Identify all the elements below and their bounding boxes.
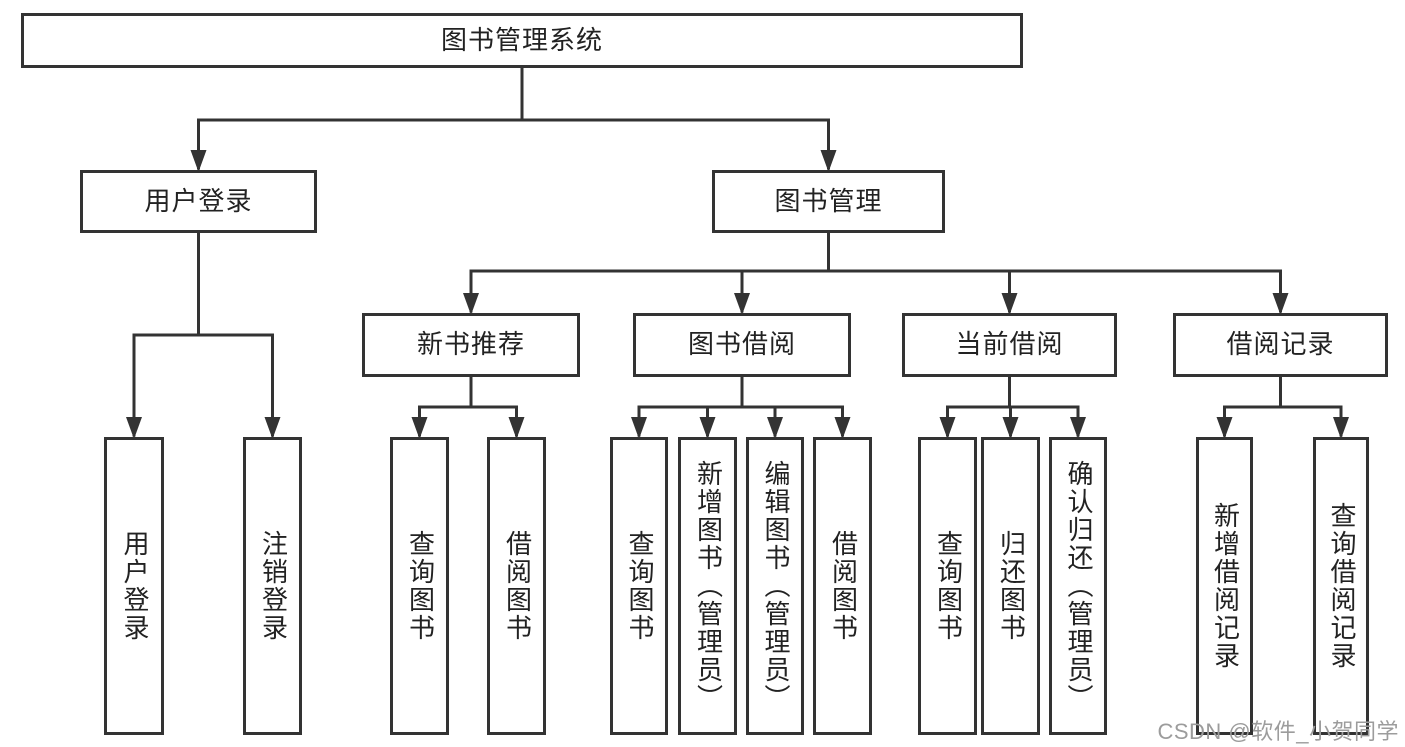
arrowhead-icon: [1002, 417, 1019, 439]
node-borrowing-records: 借阅记录: [1173, 313, 1388, 377]
arrowhead-icon: [631, 417, 647, 439]
node-current-borrowing: 当前借阅: [902, 313, 1117, 377]
arrowhead-icon: [1216, 417, 1233, 439]
node-records-query-record: 查询借阅记录: [1313, 437, 1369, 735]
node-logout: 注销登录: [243, 437, 302, 735]
node-records-add-record: 新增借阅记录: [1196, 437, 1253, 735]
node-book-management: 图书管理: [712, 170, 945, 233]
node-current-query-books: 查询图书: [918, 437, 977, 735]
arrowhead-icon: [411, 417, 428, 439]
node-login: 用户登录: [104, 437, 164, 735]
node-current-return-books: 归还图书: [981, 437, 1040, 735]
node-recommend-borrow-books: 借阅图书: [487, 437, 546, 735]
arrowhead-icon: [190, 150, 207, 172]
connector-path: [469, 230, 1282, 313]
arrowhead-icon: [508, 417, 525, 439]
arrowhead-icon: [767, 417, 783, 439]
arrowhead-icon: [264, 417, 281, 439]
arrowhead-icon: [699, 417, 716, 439]
node-borrowing-add-books-admin: 新增图书（管理员）: [678, 437, 737, 735]
arrowhead-icon: [820, 150, 837, 172]
connector-path: [418, 374, 518, 437]
node-borrowing-edit-books-admin: 编辑图书（管理员）: [746, 437, 804, 735]
connector-path: [637, 374, 844, 437]
node-borrowing-query-books: 查询图书: [610, 437, 668, 735]
node-new-book-recommend: 新书推荐: [362, 313, 580, 377]
node-borrowing-borrow-books: 借阅图书: [813, 437, 872, 735]
connector-path: [132, 230, 274, 437]
connector-path: [1223, 374, 1343, 437]
connector-path: [197, 65, 830, 170]
arrowhead-icon: [1272, 293, 1289, 315]
node-recommend-query-books: 查询图书: [390, 437, 449, 735]
arrowhead-icon: [834, 417, 851, 439]
arrowhead-icon: [1333, 417, 1349, 439]
node-current-confirm-return-admin: 确认归还（管理员）: [1049, 437, 1107, 735]
node-book-borrowing: 图书借阅: [633, 313, 851, 377]
arrowhead-icon: [126, 417, 142, 439]
arrowhead-icon: [1001, 293, 1018, 315]
arrowhead-icon: [1070, 417, 1086, 439]
node-system-root: 图书管理系统: [21, 13, 1023, 68]
arrowhead-icon: [463, 293, 479, 315]
watermark-text: CSDN @软件_小贺同学: [1157, 719, 1399, 744]
node-user-login: 用户登录: [80, 170, 317, 233]
arrowhead-icon: [734, 293, 750, 315]
arrowhead-icon: [939, 417, 956, 439]
